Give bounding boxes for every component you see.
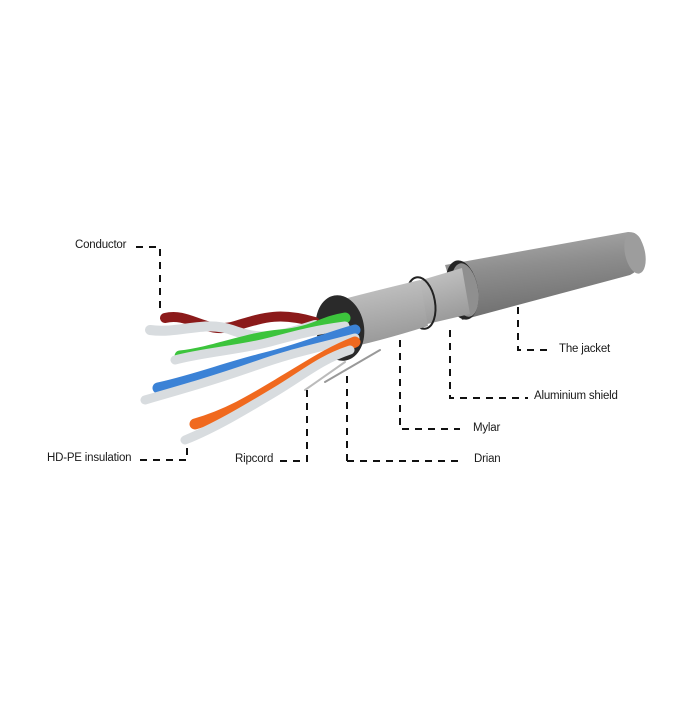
label-aluminium-shield: Aluminium shield [534, 390, 618, 402]
leader-conductor [136, 246, 161, 312]
leader-ripcord [280, 388, 308, 462]
jacket [445, 232, 646, 320]
leader-lines [136, 246, 548, 462]
leader-drian [346, 375, 460, 462]
leader-hdpe-insulation [140, 442, 188, 461]
leader-mylar [399, 340, 460, 430]
label-jacket: The jacket [559, 343, 611, 355]
leader-jacket [517, 307, 548, 351]
label-drian: Drian [474, 453, 501, 465]
twisted-pairs [140, 311, 381, 445]
label-hdpe-insulation: HD-PE insulation [47, 452, 132, 464]
label-ripcord: Ripcord [235, 453, 274, 465]
leader-aluminium-shield [449, 330, 528, 399]
label-conductor: Conductor [75, 239, 127, 251]
label-mylar: Mylar [473, 422, 501, 434]
